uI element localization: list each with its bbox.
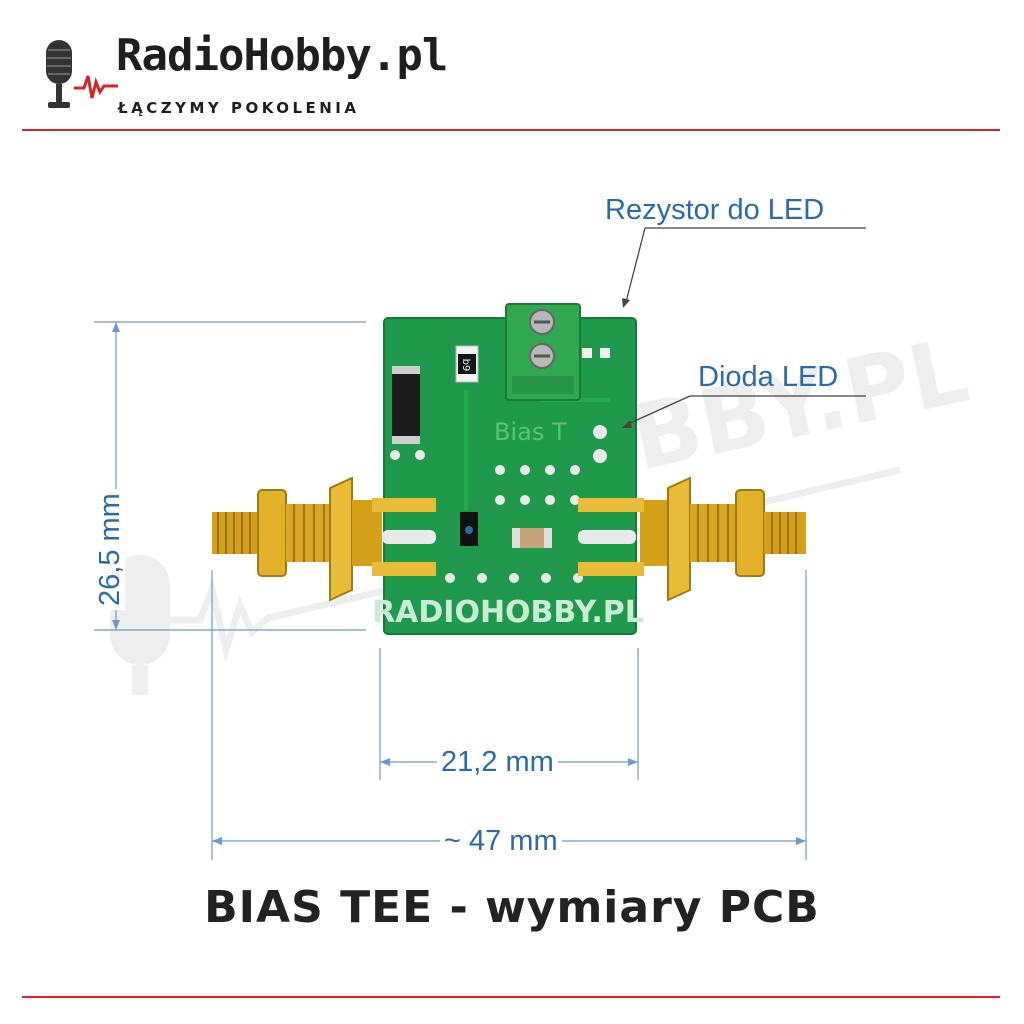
microphone-icon [46,40,118,108]
dimension-total-width-label: ~ 47 mm [440,827,562,856]
board-silkscreen: RADIOHOBBY.PL [372,595,644,630]
dimension-board-width-label: 21,2 mm [437,748,558,777]
bias-t-label: Bias T [494,418,567,446]
page-title: BIAS TEE - wymiary PCB [204,882,820,933]
bottom-divider [22,996,1000,998]
brand-name: RadioHobby.pl [116,30,448,81]
sma-connector-left [212,476,382,602]
dimension-lines [94,321,807,860]
brand-tagline: ŁĄCZYMY POKOLENIA [118,99,360,117]
top-divider [22,129,1000,131]
callout-led-label: Dioda LED [698,361,839,393]
pcb-board: b9 Bias T RADIOHOBBY.PL [372,303,644,635]
brand-logo [38,36,438,116]
component-marking: b9 [460,359,471,372]
terminal-block [505,303,581,401]
sma-connector-right [640,476,806,602]
callout-lines [622,227,866,428]
callout-resistor-label: Rezystor do LED [605,194,825,226]
svg-text:BBY.PL: BBY.PL [623,318,977,491]
dimension-height-label: 26,5 mm [94,489,126,610]
